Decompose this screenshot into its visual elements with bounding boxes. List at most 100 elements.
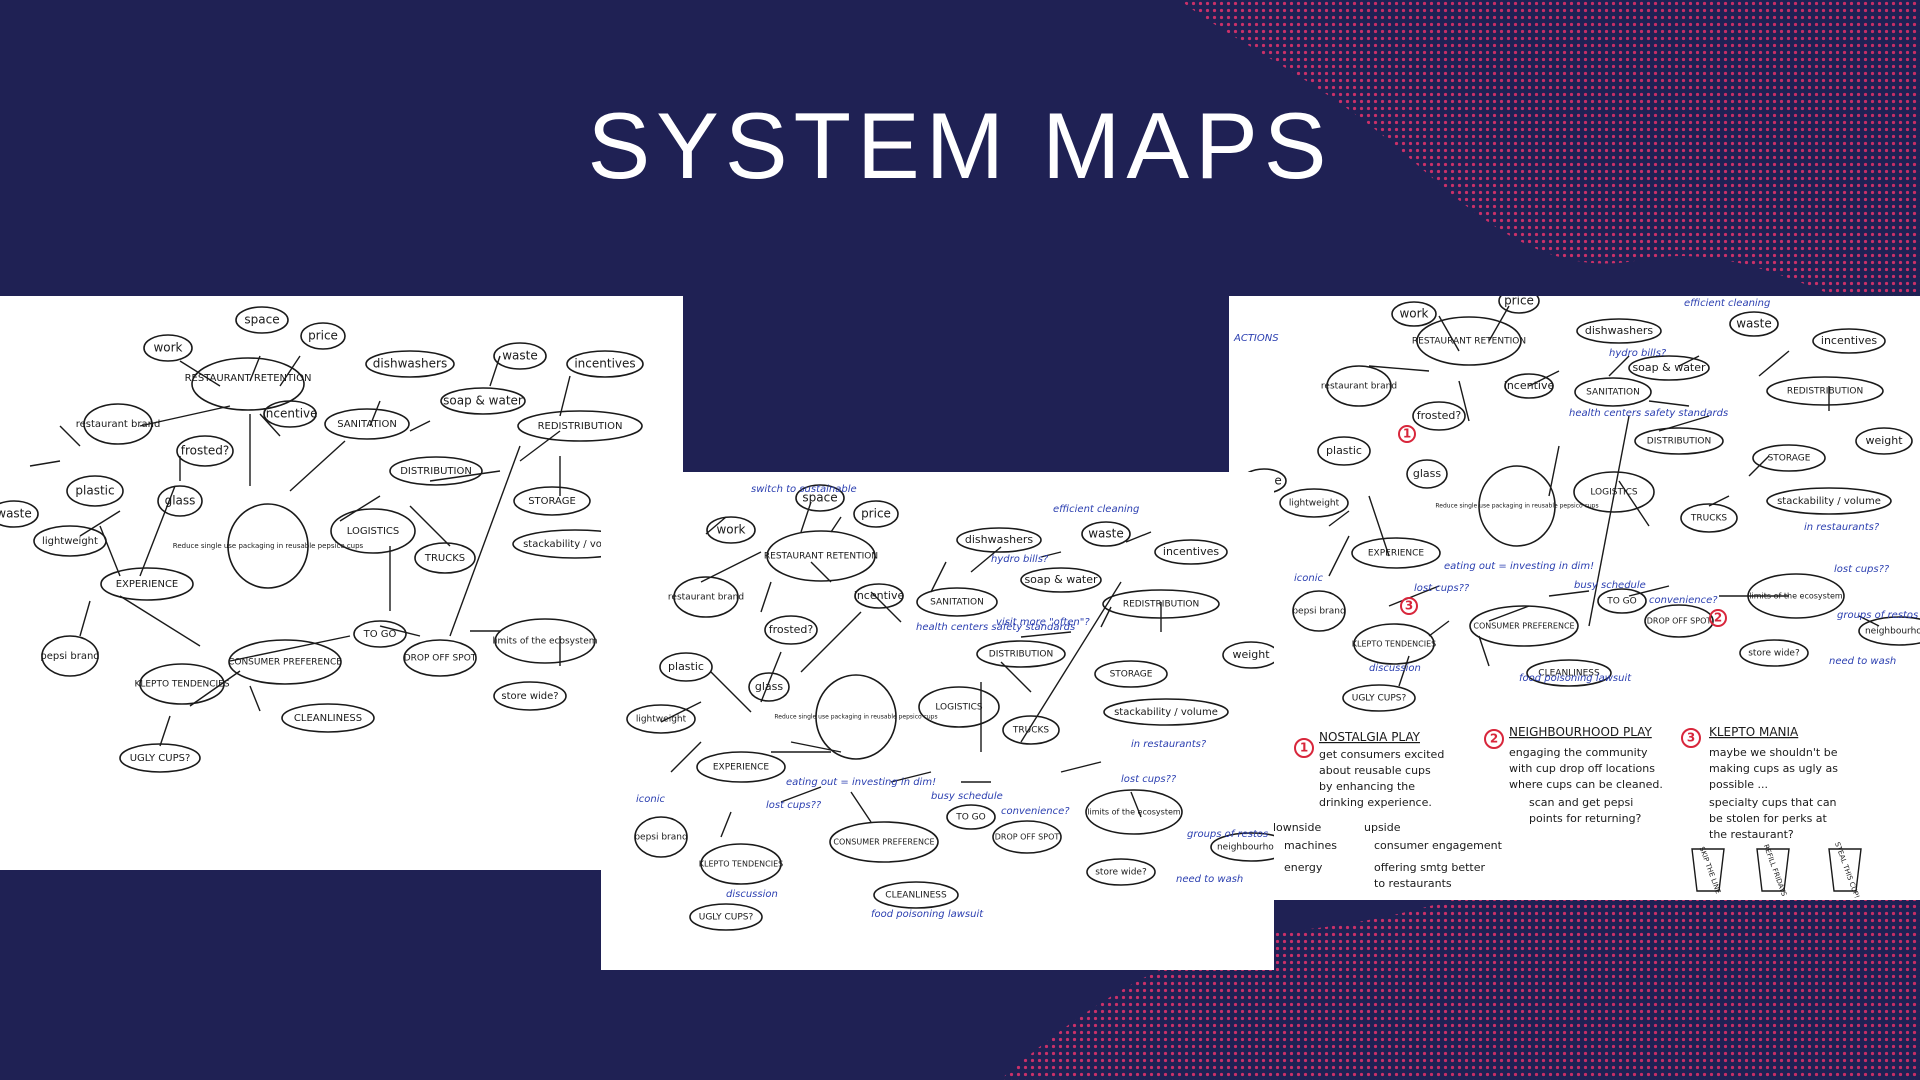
node-weight: weight [1855,427,1913,455]
svg-text:engaging the community: engaging the community [1509,746,1648,759]
note-lost-cups-left: lost cups?? [766,800,822,811]
svg-text:CLEANLINESS: CLEANLINESS [1538,669,1600,679]
svg-text:REDISTRIBUTION: REDISTRIBUTION [1787,387,1863,397]
svg-text:space: space [802,491,837,505]
svg-text:pepsi brand: pepsi brand [634,833,687,843]
node-storage: STORAGE [513,486,591,516]
node-price: price [853,500,899,528]
svg-text:LOGISTICS: LOGISTICS [1590,488,1638,498]
svg-text:2: 2 [1490,732,1498,746]
node-incentives: incentives [1812,328,1886,354]
svg-text:REFILL FRIDAYS: REFILL FRIDAYS [1762,843,1788,898]
node-lightweight: lightweight [1279,488,1349,518]
svg-text:KLEPTO TENDENCIES: KLEPTO TENDENCIES [699,860,784,869]
node-incentive: incentive [262,400,318,428]
svg-text:stackability / volume: stackability / volume [1777,496,1881,507]
svg-text:1: 1 [1300,741,1308,755]
svg-text:SANITATION: SANITATION [1586,388,1640,398]
map-right-notes: in restaurants? lost cups?? lost cups?? … [1233,298,1918,684]
svg-text:be stolen for perks at: be stolen for perks at [1709,812,1828,825]
play-1-title: NOSTALGIA PLAY [1319,730,1421,744]
system-map-panel-right: work price RESTAURANT RETENTION restaura… [1229,296,1920,900]
node-drop-off-spot: DROP OFF SPOT [403,639,477,677]
map-left-nodes: work space price RESTAURANT RETENTION re… [0,306,644,773]
node-experience: EXPERIENCE [1351,537,1441,569]
svg-text:KLEPTO TENDENCIES: KLEPTO TENDENCIES [134,680,229,690]
note-discussion: discussion [726,889,778,900]
node-to-go: TO GO [1597,588,1647,614]
node-sanitation: SANITATION [916,587,998,617]
node-restaurant-brand: restaurant brand [668,576,744,618]
node-incentive: incentive [1504,373,1554,399]
node-store-wide: store wide? [1086,858,1156,886]
node-glass: glass [748,672,790,702]
map-left-connections [29,355,571,747]
svg-text:REDISTRIBUTION: REDISTRIBUTION [1123,600,1199,610]
note-groups-of-restos: groups of restos [1187,829,1268,840]
svg-text:REDISTRIBUTION: REDISTRIBUTION [538,421,623,432]
node-waste-left: waste [0,500,39,528]
node-plastic: plastic [1317,436,1371,466]
node-work: work [1391,301,1437,327]
note-switch: switch to sustainable [751,484,857,495]
svg-text:to restaurants: to restaurants [1374,877,1452,890]
wave-top-right-inner [1320,0,1920,200]
svg-text:Reduce single use packaging in: Reduce single use packaging in reusable … [774,714,937,721]
svg-text:about reusable cups: about reusable cups [1319,764,1431,777]
node-distribution: DISTRIBUTION [389,456,483,486]
svg-text:drinking experience.: drinking experience. [1319,796,1432,809]
svg-text:waste: waste [0,507,32,521]
node-reduce: Reduce single use packaging in reusable … [1435,465,1599,547]
svg-text:weight: weight [1865,434,1903,447]
svg-text:Reduce single use packaging in: Reduce single use packaging in reusable … [173,542,364,550]
svg-text:DISTRIBUTION: DISTRIBUTION [400,466,472,477]
play-1-badge [1294,738,1314,758]
play-2-badge [1484,729,1504,749]
node-sanitation: SANITATION [1574,377,1652,407]
svg-text:dishwashers: dishwashers [965,533,1033,546]
svg-text:restaurant brand: restaurant brand [668,593,744,603]
svg-text:making cups as ugly as: making cups as ugly as [1709,762,1838,775]
svg-text:dishwashers: dishwashers [1585,324,1653,337]
svg-text:EXPERIENCE: EXPERIENCE [713,763,770,773]
note-lost-cups-left: lost cups?? [1414,583,1470,594]
marker-1-map [1398,425,1416,443]
svg-text:KLEPTO TENDENCIES: KLEPTO TENDENCIES [1352,640,1437,649]
node-drop-off-spot: DROP OFF SPOT [992,820,1062,854]
svg-text:possible ...: possible ... [1709,778,1768,791]
node-store-wide: store wide? [1739,639,1809,667]
note-visit-more: visit more "often"? [996,617,1090,628]
svg-text:EXPERIENCE: EXPERIENCE [1368,549,1425,559]
svg-text:glass: glass [755,680,784,693]
note-food-poisoning: food poisoning lawsuit [871,909,984,920]
node-stackability: stackability / volume [1103,698,1229,726]
node-price: price [1498,296,1540,314]
cup-sketch-1 [1691,848,1725,892]
node-restaurant-brand: restaurant brand [76,403,160,445]
svg-text:incentive: incentive [854,589,905,602]
node-ugly-cups: UGLY CUPS? [689,903,763,931]
svg-text:store wide?: store wide? [501,691,558,702]
svg-text:plastic: plastic [1326,444,1362,457]
svg-text:work: work [1399,307,1428,321]
svg-text:store wide?: store wide? [1095,868,1147,878]
svg-text:lightweight: lightweight [636,715,687,725]
svg-text:TO GO: TO GO [1606,597,1637,607]
node-cleanliness: CLEANLINESS [1526,659,1612,687]
system-map-left: work space price RESTAURANT RETENTION re… [0,306,644,773]
node-logistics: LOGISTICS [330,508,416,554]
node-consumer-preference: CONSUMER PREFERENCE [829,821,939,863]
svg-text:3: 3 [1405,599,1413,613]
svg-text:energy: energy [1284,861,1323,874]
svg-text:CONSUMER PREFERENCE: CONSUMER PREFERENCE [228,658,342,668]
svg-text:SKIP THE LINE: SKIP THE LINE [1698,846,1722,895]
node-ugly-cups: UGLY CUPS? [119,743,201,773]
node-redistribution: REDISTRIBUTION [517,410,643,442]
node-weight: weight [1222,641,1274,669]
node-cleanliness: CLEANLINESS [281,703,375,733]
node-soap-water: soap & water [1020,567,1102,593]
map-right-connections [1328,305,1880,687]
svg-text:downside: downside [1269,821,1321,834]
note-in-restaurants: in restaurants? [1804,522,1880,533]
note-health-safety: health centers safety standards [1569,408,1728,419]
